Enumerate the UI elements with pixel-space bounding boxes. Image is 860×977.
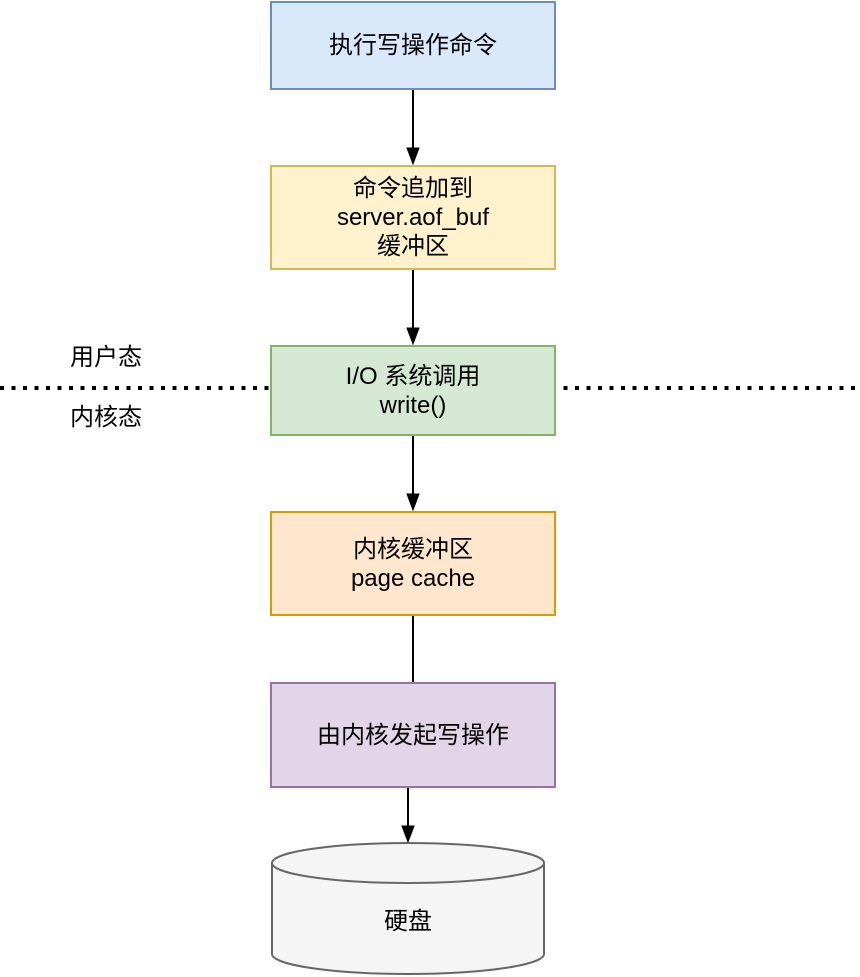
user-mode-label: 用户态: [70, 344, 142, 371]
flow-node-execute-command: 执行写操作命令: [270, 1, 556, 90]
arrowhead-icon: [406, 327, 420, 346]
arrowhead-icon: [401, 825, 415, 844]
arrowhead-icon: [406, 493, 420, 512]
arrowhead-icon: [406, 147, 420, 166]
connector-kernelwrite-to-disk: [401, 788, 415, 844]
connector-aofbuf-to-syscall: [406, 270, 420, 346]
flow-node-page-cache: 内核缓冲区 page cache: [270, 511, 556, 616]
disk-cylinder-shape: [271, 842, 545, 975]
flow-node-io-syscall: I/O 系统调用 write(): [270, 345, 556, 436]
flow-node-kernel-write: 由内核发起写操作: [270, 682, 556, 788]
kernel-mode-label: 内核态: [70, 404, 142, 431]
connector-execute-to-aofbuf: [406, 90, 420, 166]
connector-syscall-to-pagecache: [406, 436, 420, 512]
disk-label: 硬盘: [384, 908, 432, 935]
flow-node-aof-buffer: 命令追加到 server.aof_buf 缓冲区: [270, 165, 556, 270]
